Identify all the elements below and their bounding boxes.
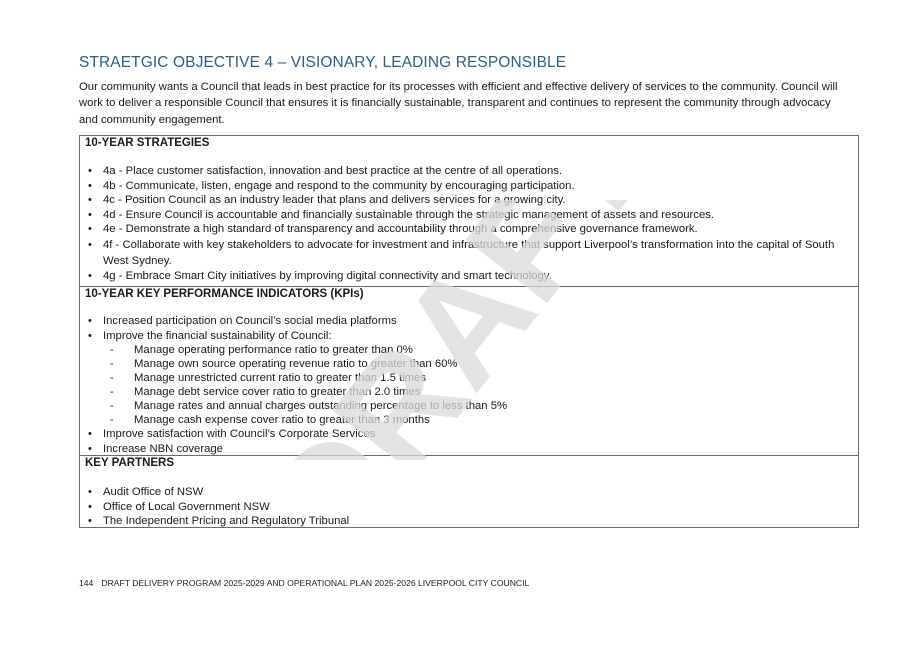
dash-icon: -	[110, 400, 114, 412]
kpi-item: •Increased participation on Council’s so…	[88, 315, 397, 327]
bullet-icon: •	[88, 428, 92, 440]
strategy-item: •4a - Place customer satisfaction, innov…	[88, 165, 563, 177]
kpi-item: •Improve the financial sustainability of…	[80, 329, 850, 428]
bullet-icon: •	[88, 315, 92, 327]
bullet-icon: •	[88, 329, 92, 342]
bullet-icon: •	[88, 208, 92, 221]
strategies-list: •4a - Place customer satisfaction, innov…	[80, 164, 850, 283]
kpi-subitem: -Manage unrestricted current ratio to gr…	[110, 372, 426, 384]
objective-table: 10-YEAR STRATEGIES •4a - Place customer …	[79, 135, 859, 528]
dash-icon: -	[110, 414, 114, 426]
bullet-icon: •	[88, 223, 92, 235]
strategy-item: •4g - Embrace Smart City initiatives by …	[88, 269, 552, 282]
bullet-icon: •	[88, 238, 92, 251]
kpi-sublist: -Manage operating performance ratio to g…	[103, 343, 850, 427]
footer-text: DRAFT DELIVERY PROGRAM 2025-2029 AND OPE…	[101, 578, 530, 588]
page-footer: 144 DRAFT DELIVERY PROGRAM 2025-2029 AND …	[79, 578, 529, 588]
partner-item: •Office of Local Government NSW	[88, 500, 270, 513]
kpi-subitem: -Manage cash expense cover ratio to grea…	[110, 414, 430, 426]
dash-icon: -	[110, 358, 114, 370]
kpi-subitem: -Manage operating performance ratio to g…	[110, 344, 413, 356]
strategies-section: 10-YEAR STRATEGIES •4a - Place customer …	[80, 136, 858, 286]
kpi-item: •Improve satisfaction with Council’s Cor…	[88, 428, 376, 440]
kpi-item: •Increase NBN coverage	[88, 442, 223, 455]
strategy-item: •4b - Communicate, listen, engage and re…	[88, 179, 575, 192]
strategy-item: •4e - Demonstrate a high standard of tra…	[88, 223, 698, 235]
partner-item: •Audit Office of NSW	[88, 486, 204, 498]
bullet-icon: •	[88, 500, 92, 513]
partners-section: KEY PARTNERS •Audit Office of NSW •Offic…	[80, 455, 858, 527]
bullet-icon: •	[88, 515, 92, 527]
strategies-heading: 10-YEAR STRATEGIES	[85, 137, 210, 149]
strategy-item: •4f - Collaborate with key stakeholders …	[88, 238, 835, 267]
bullet-icon: •	[88, 165, 92, 177]
strategy-item: •4d - Ensure Council is accountable and …	[88, 208, 715, 221]
bullet-icon: •	[88, 269, 92, 282]
dash-icon: -	[110, 386, 114, 398]
partners-heading: KEY PARTNERS	[85, 457, 175, 469]
page-number: 144	[79, 578, 94, 588]
bullet-icon: •	[88, 442, 92, 455]
kpi-list: •Increased participation on Council’s so…	[80, 314, 850, 456]
bullet-icon: •	[88, 179, 92, 192]
dash-icon: -	[110, 344, 114, 356]
intro-paragraph: Our community wants a Council that leads…	[79, 81, 838, 126]
partner-item: •The Independent Pricing and Regulatory …	[88, 515, 350, 527]
dash-icon: -	[110, 372, 114, 384]
strategy-item: •4c - Position Council as an industry le…	[88, 194, 566, 206]
kpi-section: 10-YEAR KEY PERFORMANCE INDICATORS (KPIs…	[80, 286, 858, 455]
bullet-icon: •	[88, 486, 92, 498]
kpi-subitem: -Manage debt service cover ratio to grea…	[110, 386, 421, 398]
kpi-subitem: -Manage own source operating revenue rat…	[110, 358, 458, 370]
bullet-icon: •	[88, 194, 92, 206]
partners-list: •Audit Office of NSW •Office of Local Go…	[80, 485, 850, 529]
kpi-subitem: -Manage rates and annual charges outstan…	[110, 400, 508, 412]
page-title: STRAETGIC OBJECTIVE 4 – VISIONARY, LEADI…	[79, 54, 567, 71]
kpi-heading: 10-YEAR KEY PERFORMANCE INDICATORS (KPIs…	[85, 288, 364, 300]
